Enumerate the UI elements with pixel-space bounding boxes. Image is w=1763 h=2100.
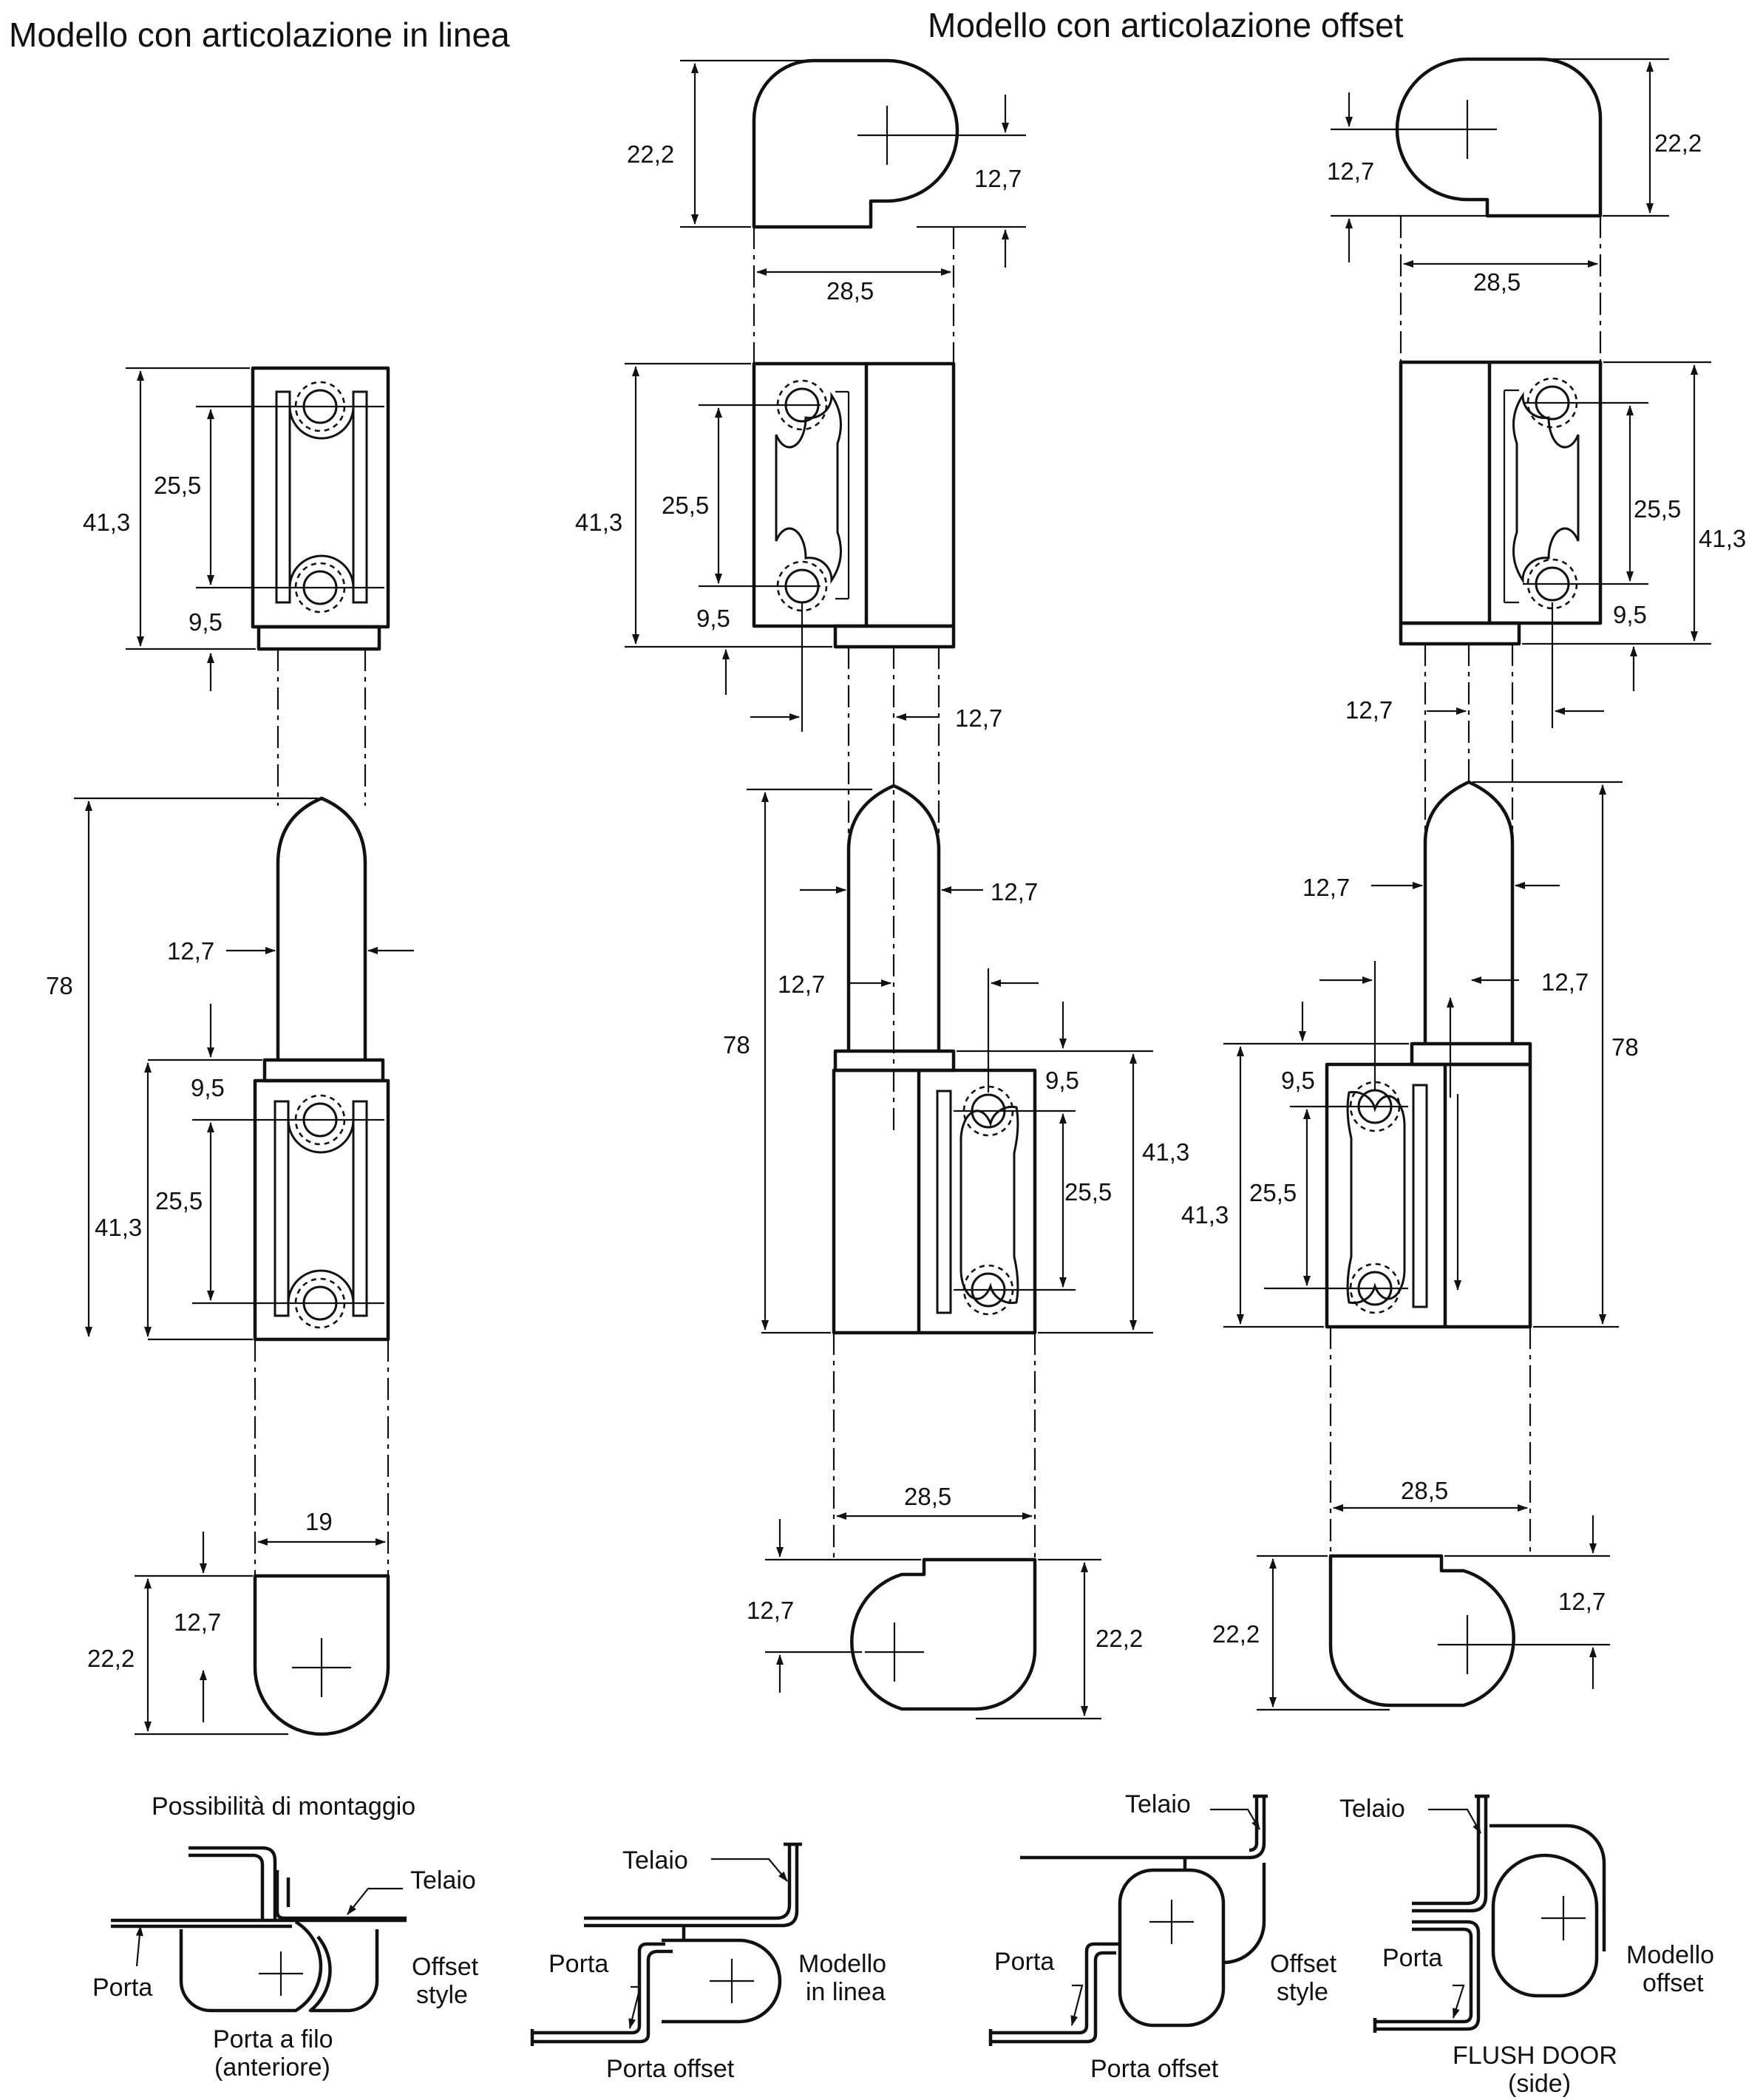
offset-a-top-profile (752, 58, 959, 229)
label-style: style (416, 1981, 468, 2009)
label-modello: Modello (798, 1950, 886, 1978)
dim-41-3: 41,3 (1142, 1138, 1189, 1166)
label-flush-door: FLUSH DOOR (1453, 2042, 1617, 2070)
dim-19: 19 (305, 1508, 333, 1535)
label-telaio: Telaio (1339, 1795, 1405, 1823)
dim-22-2: 22,2 (1095, 1625, 1143, 1652)
offset-a-top-leaf (699, 361, 956, 649)
dim-12-7: 12,7 (747, 1597, 794, 1624)
label-offset-model: offset (1643, 1969, 1704, 1997)
inline-bottom-profile (253, 1574, 390, 1736)
dim-12-7: 12,7 (1302, 874, 1350, 901)
dim-12-7: 12,7 (1345, 696, 1393, 724)
dim-22-2: 22,2 (1654, 129, 1702, 157)
offset-model-b-views: 22,2 12,7 28,5 41,3 25,5 9,5 12,7 78 12,… (1181, 57, 1746, 1711)
dim-12-7: 12,7 (167, 937, 214, 965)
mounting-options: Possibilità di montaggio Porta Telaio Of… (92, 1790, 1714, 2098)
dim-25-5: 25,5 (1249, 1179, 1297, 1206)
offset-a-bottom-leaf (832, 1068, 1076, 1335)
label-style: style (1277, 1978, 1328, 2006)
mount-flush-front (111, 1846, 407, 2013)
dim-22-2: 22,2 (1212, 1620, 1260, 1648)
dim-41-3: 41,3 (83, 509, 130, 536)
inline-model-title: Modello con articolazione in linea (9, 16, 510, 54)
inline-model-views: 41,3 25,5 9,5 78 41,3 25,5 9,5 12,7 19 2… (46, 366, 414, 1736)
dim-12-7: 12,7 (991, 878, 1038, 905)
mounting-title: Possibilità di montaggio (152, 1793, 415, 1821)
offset-b-bottom-profile (1328, 1554, 1515, 1707)
dim-78: 78 (46, 972, 73, 999)
dim-9-5: 9,5 (1281, 1067, 1315, 1094)
dim-25-5: 25,5 (154, 472, 201, 499)
label-telaio: Telaio (622, 1846, 688, 1875)
dim-78: 78 (723, 1031, 750, 1059)
inline-bottom-leaf (192, 1078, 390, 1342)
dim-41-3: 41,3 (1699, 525, 1746, 552)
dim-12-7: 12,7 (778, 971, 825, 998)
label-porta: Porta (994, 1948, 1054, 1976)
dim-41-3: 41,3 (1181, 1201, 1229, 1229)
dim-9-5: 9,5 (188, 608, 223, 636)
offset-b-pin (1410, 780, 1532, 1067)
dim-28-5: 28,5 (904, 1483, 951, 1510)
inline-pin (262, 796, 385, 1083)
dim-25-5: 25,5 (1064, 1178, 1112, 1206)
mount-offset-offset (988, 1794, 1268, 2046)
dim-9-5: 9,5 (696, 605, 730, 632)
offset-model-title: Modello con articolazione offset (928, 6, 1404, 44)
offset-b-top-leaf (1399, 360, 1648, 646)
label-flush-front-2: (anteriore) (214, 2053, 330, 2082)
label-side: (side) (1508, 2070, 1571, 2098)
dim-12-7: 12,7 (1327, 157, 1374, 185)
dim-12-7: 12,7 (174, 1608, 221, 1636)
dim-25-5: 25,5 (662, 492, 709, 519)
dim-22-2: 22,2 (87, 1645, 135, 1672)
dim-12-7: 12,7 (955, 704, 1002, 732)
dim-28-5: 28,5 (826, 277, 874, 305)
offset-model-a-views: 22,2 12,7 28,5 41,3 25,5 9,5 12,7 78 12,… (575, 58, 1189, 1720)
dim-9-5: 9,5 (191, 1074, 225, 1101)
dim-41-3: 41,3 (575, 509, 622, 536)
label-porta-offset: Porta offset (606, 2055, 735, 2083)
dim-41-3: 41,3 (95, 1214, 142, 1241)
label-offset: Offset (412, 1953, 479, 1981)
dim-25-5: 25,5 (155, 1187, 203, 1214)
label-porta-offset: Porta offset (1090, 2055, 1219, 2083)
label-flush-front-1: Porta a filo (213, 2025, 333, 2053)
dim-9-5: 9,5 (1045, 1067, 1079, 1094)
mount-flush-side (1373, 1794, 1606, 2033)
mount-offset-inline (530, 1842, 802, 2046)
dim-22-2: 22,2 (627, 140, 674, 168)
label-offset: Offset (1270, 1950, 1337, 1978)
dim-12-7: 12,7 (1558, 1588, 1606, 1615)
label-in-linea: in linea (806, 1978, 886, 2006)
label-porta: Porta (1382, 1944, 1442, 1972)
inline-top-leaf (196, 366, 390, 651)
label-modello: Modello (1626, 1941, 1714, 1969)
dim-78: 78 (1611, 1033, 1639, 1061)
dim-12-7: 12,7 (1541, 968, 1589, 996)
offset-b-bottom-leaf (1264, 1062, 1532, 1329)
dim-28-5: 28,5 (1401, 1477, 1448, 1504)
dim-25-5: 25,5 (1634, 495, 1681, 523)
label-porta: Porta (92, 1974, 152, 2002)
offset-a-bottom-profile (850, 1557, 1037, 1711)
offset-b-top-profile (1395, 57, 1603, 218)
label-telaio: Telaio (410, 1866, 476, 1895)
dim-9-5: 9,5 (1613, 601, 1647, 628)
label-telaio: Telaio (1125, 1790, 1191, 1818)
dim-28-5: 28,5 (1473, 268, 1521, 296)
label-porta: Porta (548, 1950, 608, 1978)
dim-12-7: 12,7 (974, 165, 1022, 192)
